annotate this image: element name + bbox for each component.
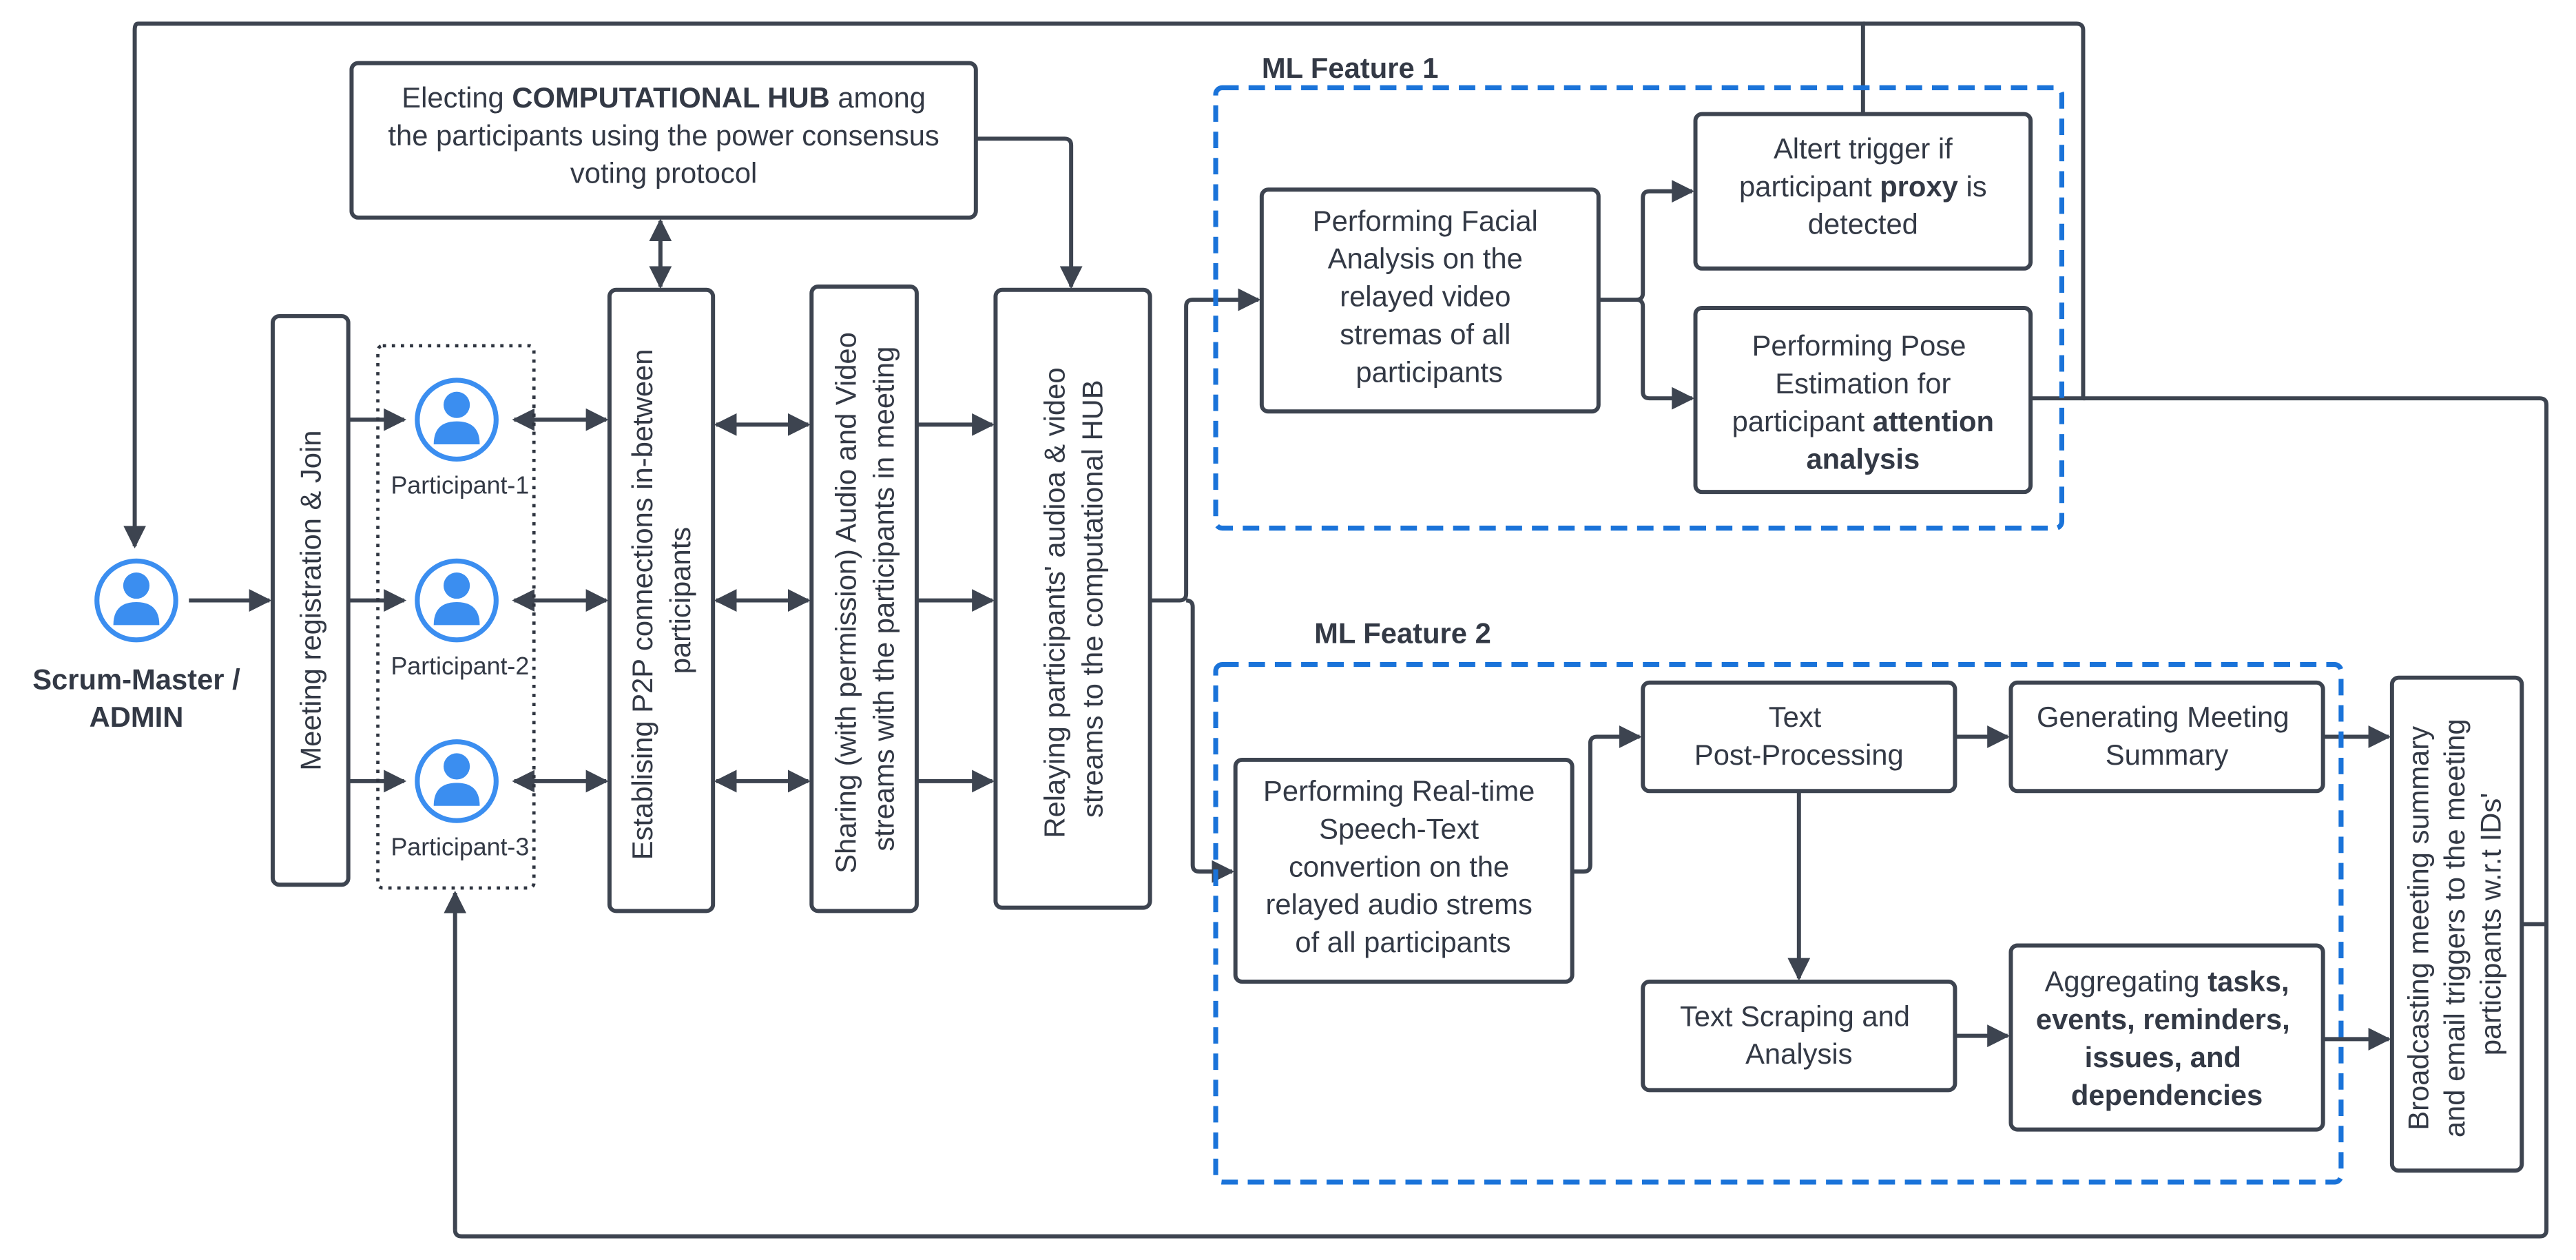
- person-icon: [415, 378, 499, 462]
- edge-speech-to-postproc: [1572, 725, 1642, 874]
- connectors: [123, 21, 2549, 1239]
- proxy-alert-label: Altert trigger if: [1774, 132, 1953, 165]
- edge-relaying-to-speech: [1185, 598, 1235, 883]
- p2p-label: Establising P2P connections in-between p…: [626, 341, 696, 860]
- speech-to-text-box: Performing Real-time Speech-Text convert…: [1233, 757, 1575, 984]
- admin-node: Scrum-Master / ADMIN: [32, 558, 240, 733]
- broadcast-box: Broadcasting meeting summary and email t…: [2389, 675, 2524, 1173]
- participant-3-label: Participant-3: [391, 833, 529, 860]
- person-icon: [94, 558, 178, 643]
- admin-label-2: ADMIN: [90, 701, 184, 733]
- participant-3: Participant-3: [391, 739, 529, 860]
- sharing-box: Sharing (with permission) Audio and Vide…: [809, 285, 919, 913]
- pose-estimation-label-3: participant attention: [1732, 405, 1994, 437]
- text-post-processing-box: Text Post-Processing: [1641, 680, 1957, 794]
- pose-estimation-box: Performing Pose Estimation for participa…: [1693, 306, 2033, 495]
- edge-relaying-to-facial: [1150, 288, 1261, 603]
- text-post-processing-label: Text Post-Processing: [1694, 701, 1904, 771]
- proxy-alert-label-2: participant proxy is: [1739, 170, 1987, 203]
- proxy-alert-label-3: detected: [1808, 208, 1918, 240]
- edge-facial-to-pose: [1636, 298, 1695, 410]
- p2p-box: Establising P2P connections in-between p…: [607, 287, 716, 913]
- proxy-alert-box: Altert trigger if participant proxy is d…: [1693, 112, 2033, 271]
- registration-box: Meeting registration & Join: [270, 313, 351, 887]
- hub-label-line-1: Electing COMPUTATIONAL HUB among: [402, 81, 926, 114]
- person-icon: [415, 558, 499, 643]
- meeting-summary-label: Generating Meeting Summary: [2037, 701, 2297, 771]
- aggregating-box: Aggregating tasks, events, reminders, is…: [2008, 943, 2325, 1132]
- sharing-label: Sharing (with permission) Audio and Vide…: [830, 324, 900, 874]
- edge-pose-to-bottom-loop: [453, 396, 2549, 1239]
- text-scraping-box: Text Scraping and Analysis: [1641, 979, 1957, 1093]
- edge-alert-to-admin: [123, 21, 1865, 549]
- participant-1: Participant-1: [391, 378, 529, 499]
- participant-2-label: Participant-2: [391, 652, 529, 680]
- broadcast-label: Broadcasting meeting summary and email t…: [2402, 711, 2506, 1137]
- edge-hub-to-relaying: [975, 136, 1083, 289]
- edge-facial-to-alert: [1598, 180, 1695, 302]
- facial-analysis-box: Performing Facial Analysis on the relaye…: [1259, 187, 1601, 414]
- admin-label: Scrum-Master /: [32, 663, 240, 695]
- aggregating-label-1: Aggregating tasks,: [2045, 965, 2289, 998]
- ml-feature-1-title: ML Feature 1: [1262, 52, 1439, 84]
- relaying-box: Relaying participants' audioa & video st…: [993, 287, 1152, 910]
- meeting-summary-box: Generating Meeting Summary: [2008, 680, 2325, 794]
- text-scraping-label: Text Scraping and Analysis: [1680, 1000, 1918, 1070]
- participant-2: Participant-2: [391, 558, 529, 680]
- participant-1-label: Participant-1: [391, 472, 529, 499]
- ml-feature-1: ML Feature 1 Performing Facial Analysis …: [1213, 52, 2065, 531]
- aggregating-label-2: events, reminders, issues, and dependenc…: [2036, 1003, 2298, 1111]
- edge-pose-to-top-bus: [1862, 21, 2086, 401]
- pose-estimation-label-4: analysis: [1806, 443, 1920, 475]
- hub-label-line-3: voting protocol: [570, 157, 757, 189]
- registration-label: Meeting registration & Join: [294, 431, 326, 771]
- hub-label-line-2: the participants using the power consens…: [388, 119, 939, 152]
- participant-group: Participant-1 Participant-2 Participant-…: [376, 344, 536, 890]
- ml-feature-2: ML Feature 2 Performing Real-time Speech…: [1213, 617, 2344, 1185]
- pose-estimation-label: Performing Pose Estimation for: [1752, 329, 1974, 400]
- relaying-label: Relaying participants' audioa & video st…: [1039, 360, 1109, 838]
- ml-feature-2-title: ML Feature 2: [1314, 617, 1491, 650]
- person-icon: [415, 739, 499, 823]
- hub-box: Electing COMPUTATIONAL HUB among the par…: [349, 61, 978, 220]
- facial-analysis-label: Performing Facial Analysis on the relaye…: [1313, 205, 1546, 388]
- speech-to-text-label: Performing Real-time Speech-Text convert…: [1263, 775, 1543, 958]
